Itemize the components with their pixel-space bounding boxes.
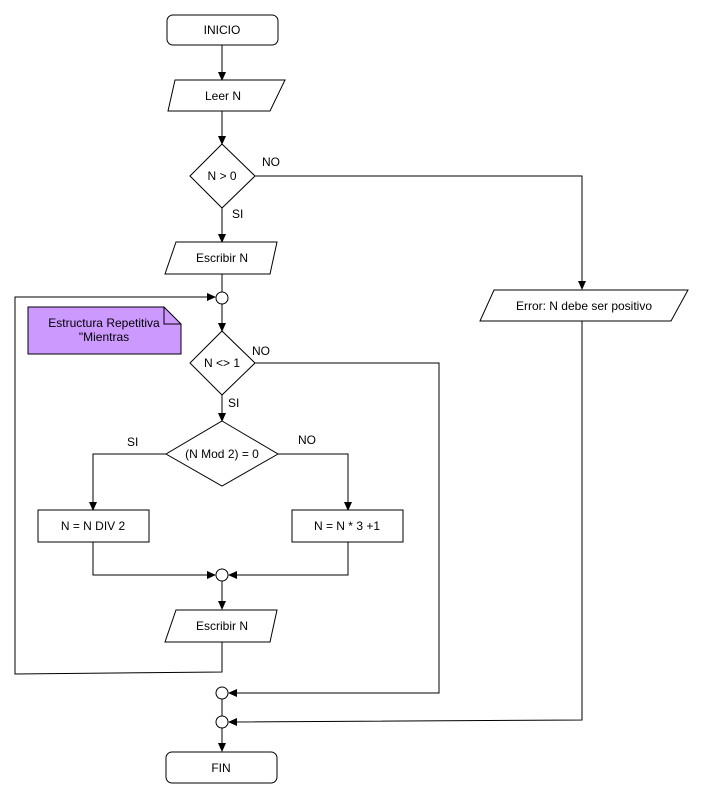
process-even-label: N = N DIV 2 <box>61 519 126 533</box>
exit-junction-error <box>215 715 229 729</box>
read-label: Leer N <box>205 89 241 103</box>
process-odd-node: N = N * 3 +1 <box>291 509 404 543</box>
edge-loop-no-exit <box>228 362 440 697</box>
decision-loop-label: N <> 1 <box>204 356 240 370</box>
edge-cond-no-error <box>255 175 586 290</box>
edge-odd-merge <box>228 542 349 579</box>
decision-positive-no-label: NO <box>262 155 280 169</box>
loop-junction <box>215 291 229 305</box>
process-even-node: N = N DIV 2 <box>37 509 150 543</box>
edge-even-yes <box>89 453 166 511</box>
note-line2: "Mientras <box>79 330 129 344</box>
decision-even-label: (N Mod 2) = 0 <box>185 447 259 461</box>
end-node: FIN <box>165 751 278 784</box>
decision-loop-no-label: NO <box>252 344 270 358</box>
end-label: FIN <box>211 761 230 775</box>
decision-even-yes-label: SI <box>127 435 138 449</box>
decision-even: (N Mod 2) = 0 <box>165 420 279 487</box>
note-repetitive-structure: Estructura Repetitiva "Mientras <box>27 306 182 355</box>
decision-positive-yes-label: SI <box>232 207 243 221</box>
decision-positive-label: N > 0 <box>207 169 236 183</box>
start-label: INICIO <box>204 23 241 37</box>
error-label: Error: N debe ser positivo <box>516 299 652 313</box>
edge-even-merge <box>92 542 216 579</box>
process-odd-label: N = N * 3 +1 <box>314 519 380 533</box>
start-node: INICIO <box>166 14 279 46</box>
merge-junction <box>215 568 229 582</box>
write-initial-node: Escribir N <box>164 241 278 275</box>
write-initial-label: Escribir N <box>196 251 248 265</box>
note-line1: Estructura Repetitiva <box>48 316 160 330</box>
decision-even-no-label: NO <box>298 433 316 447</box>
edge-error-end <box>228 321 583 726</box>
edge-even-no <box>278 453 352 511</box>
decision-positive: N > 0 <box>189 143 256 209</box>
read-node: Leer N <box>167 79 286 112</box>
error-node: Error: N debe ser positivo <box>479 289 689 322</box>
write-loop-label: Escribir N <box>196 619 248 633</box>
edge-loop-back <box>14 293 223 675</box>
connectors <box>14 45 586 752</box>
decision-loop: N <> 1 <box>189 330 256 396</box>
decision-loop-yes-label: SI <box>228 396 239 410</box>
write-loop-node: Escribir N <box>164 609 278 643</box>
exit-junction-loop <box>215 686 229 700</box>
